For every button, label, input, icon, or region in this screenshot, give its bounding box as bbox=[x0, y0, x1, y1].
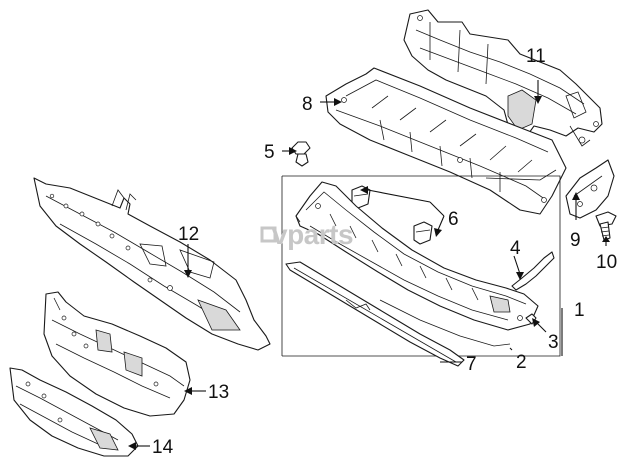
part-12-dash-panel bbox=[33, 177, 271, 351]
part-9-bracket bbox=[565, 159, 615, 219]
callout-11: 11 bbox=[526, 46, 546, 67]
vparts-watermark: vparts bbox=[260, 219, 354, 250]
callout-1: 1 bbox=[574, 300, 585, 321]
callout-5: 5 bbox=[264, 142, 275, 163]
callout-9: 9 bbox=[570, 230, 581, 251]
watermark-text: vparts bbox=[272, 219, 353, 250]
part-5-clip bbox=[291, 141, 311, 167]
callout-2: 2 bbox=[516, 352, 527, 373]
callout-6: 6 bbox=[448, 209, 459, 230]
part-1-group-box bbox=[281, 175, 561, 357]
part-4-upper-seal bbox=[511, 251, 555, 291]
part-8-cowl-top bbox=[325, 67, 567, 215]
callout-10: 10 bbox=[596, 252, 617, 273]
callout-labels: 1 2 3 4 5 6 7 8 9 10 11 12 13 14 bbox=[152, 46, 617, 458]
part-13-insulator bbox=[43, 291, 191, 417]
part-7-front-seal bbox=[285, 261, 465, 367]
part-2-lower-seal bbox=[379, 299, 511, 347]
callout-8: 8 bbox=[302, 94, 313, 115]
callout-7: 7 bbox=[466, 354, 477, 375]
part-10-bolt bbox=[595, 211, 617, 241]
callout-3: 3 bbox=[548, 332, 559, 353]
callout-12: 12 bbox=[178, 224, 199, 245]
callout-14: 14 bbox=[152, 437, 174, 458]
callout-4: 4 bbox=[510, 238, 521, 259]
part-1-cowl-panel bbox=[295, 181, 539, 331]
part-11-frame bbox=[403, 9, 603, 147]
leaders bbox=[128, 80, 610, 450]
callout-13: 13 bbox=[208, 382, 229, 403]
